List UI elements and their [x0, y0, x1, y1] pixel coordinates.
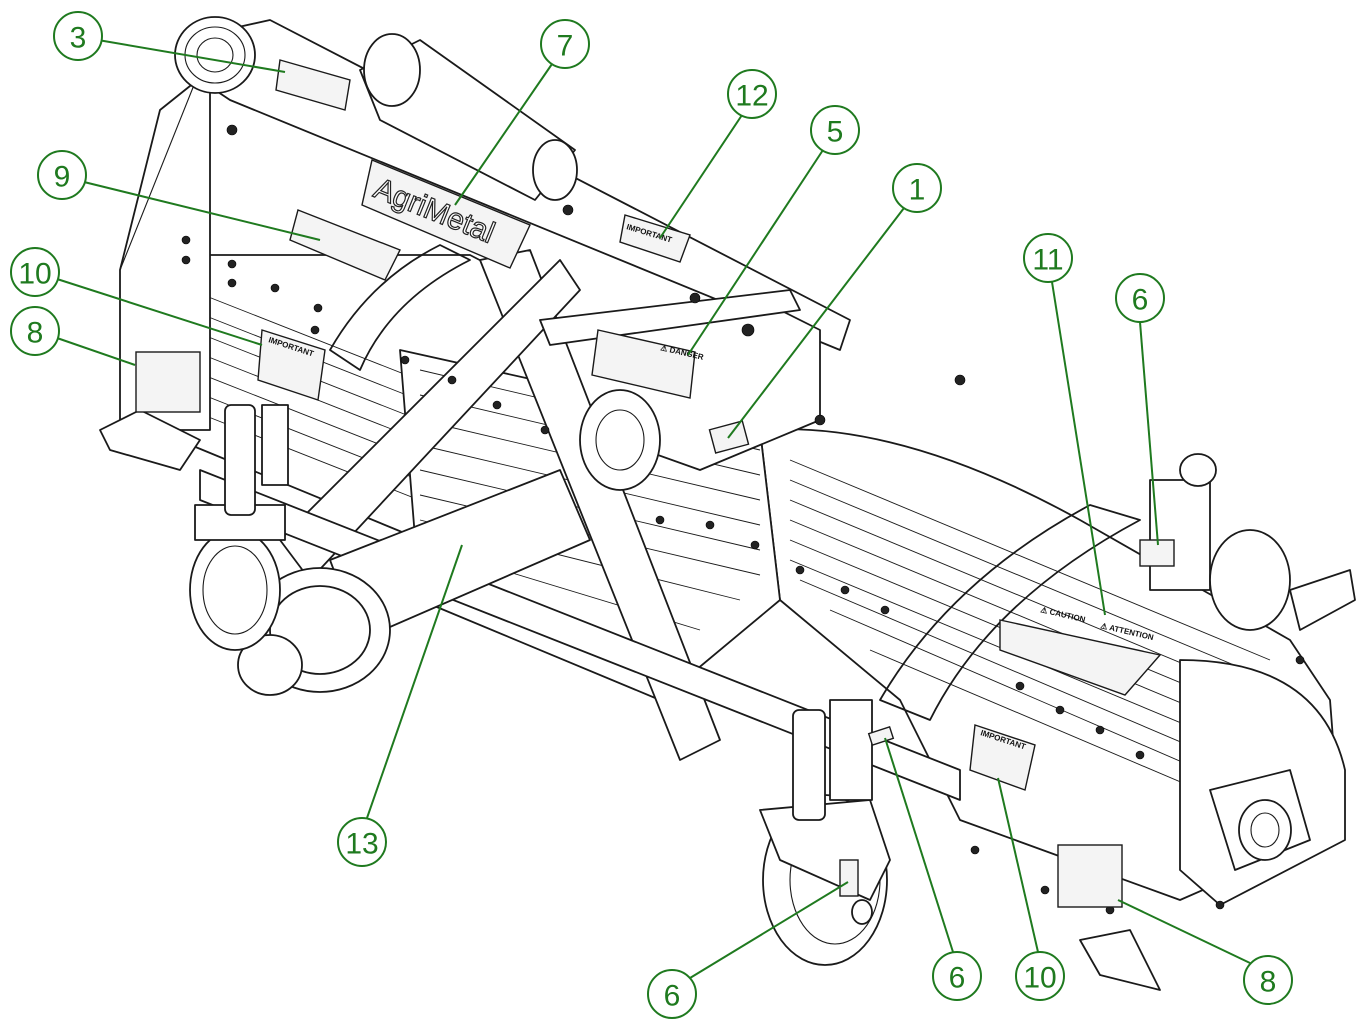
pto-shaft: [237, 389, 661, 696]
callout-8-left-label: 8: [27, 317, 44, 350]
callout-5: 5: [687, 105, 860, 356]
decal-6-mid: [867, 726, 895, 746]
callout-6-wheel: 6: [647, 881, 849, 1019]
callout-6-rear-label: 6: [1132, 284, 1149, 317]
callout-11: 11: [1023, 233, 1106, 616]
decal-8-right: [1057, 844, 1123, 908]
callout-6-rear: 6: [1115, 273, 1165, 546]
callout-3: 3: [53, 11, 286, 73]
tiller-machine-drawing: AgriMetal IMPORTANT IMPORTANT ⚠ DANGER: [99, 16, 1356, 991]
callout-6-wheel-label: 6: [664, 980, 681, 1013]
callout-8-left: 8: [10, 306, 136, 366]
top-cylinder: [359, 33, 578, 201]
callout-3-label: 3: [70, 22, 87, 55]
right-end-cover: [1179, 659, 1346, 906]
decal-9: [289, 209, 401, 281]
callout-12: 12: [659, 69, 777, 239]
decal-8-left: [135, 351, 201, 413]
callouts: 3 7 12 5 1 9 1: [10, 11, 1293, 1019]
callout-6-mid: 6: [884, 737, 982, 1001]
left-gauge-wheel: [189, 404, 289, 651]
callout-10-right-label: 10: [1023, 962, 1056, 995]
callout-10-right: 10: [997, 777, 1065, 1001]
right-gauge-wheel: [759, 699, 891, 966]
callout-5-label: 5: [827, 116, 844, 149]
callout-1-label: 1: [909, 174, 926, 207]
left-hood-arc: [329, 244, 471, 371]
callout-9: 9: [37, 150, 321, 241]
callout-8-right: 8: [1117, 899, 1293, 1005]
decal-12: IMPORTANT: [619, 214, 691, 263]
callout-9-label: 9: [54, 161, 71, 194]
callout-1: 1: [727, 163, 942, 439]
decal-10-left: IMPORTANT: [257, 329, 326, 401]
rear-gauge-assembly: [1139, 453, 1356, 631]
callout-8-right-label: 8: [1260, 966, 1277, 999]
left-skid: [99, 409, 201, 471]
callout-10-left-label: 10: [18, 258, 51, 291]
callout-10-left: 10: [10, 247, 263, 346]
callout-13: 13: [337, 544, 463, 867]
callout-13-label: 13: [345, 828, 378, 861]
bolts: [181, 124, 1305, 915]
callout-11-label: 11: [1032, 244, 1063, 277]
callout-12-label: 12: [735, 80, 768, 113]
callout-7-label: 7: [557, 30, 574, 63]
left-side-plate: [119, 69, 211, 431]
callout-6-mid-label: 6: [949, 962, 966, 995]
callout-7: 7: [454, 19, 590, 206]
right-hood-arc: [879, 504, 1141, 721]
decal-3: [275, 59, 351, 111]
right-skid: [1079, 929, 1161, 991]
